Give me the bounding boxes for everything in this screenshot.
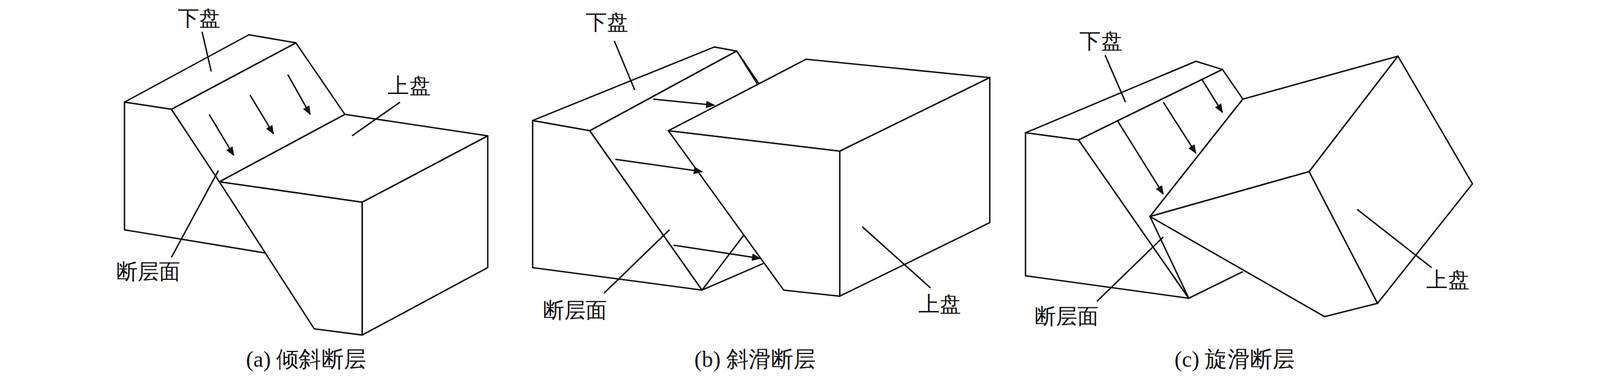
inclined-fault-block — [124, 31, 488, 335]
part-label: 下盘 — [1077, 28, 1125, 53]
part-label: 断层面 — [1032, 304, 1102, 329]
oblique-slip-fault-block — [532, 40, 990, 297]
part-label: 上盘 — [1424, 267, 1471, 293]
part-label: 断层面 — [540, 298, 610, 323]
rotational-fault-block — [1025, 55, 1473, 317]
subfigure-caption: (a) 倾斜断层 — [243, 347, 369, 372]
part-label: 下盘 — [583, 10, 631, 35]
part-label: 上盘 — [916, 292, 964, 317]
part-label: 下盘 — [175, 6, 223, 31]
part-label: 上盘 — [385, 73, 433, 99]
subfigure-caption: (b) 斜滑断层 — [692, 347, 818, 372]
subfigure-caption: (c) 旋滑断层 — [1172, 347, 1297, 372]
part-label: 断层面 — [114, 259, 183, 284]
